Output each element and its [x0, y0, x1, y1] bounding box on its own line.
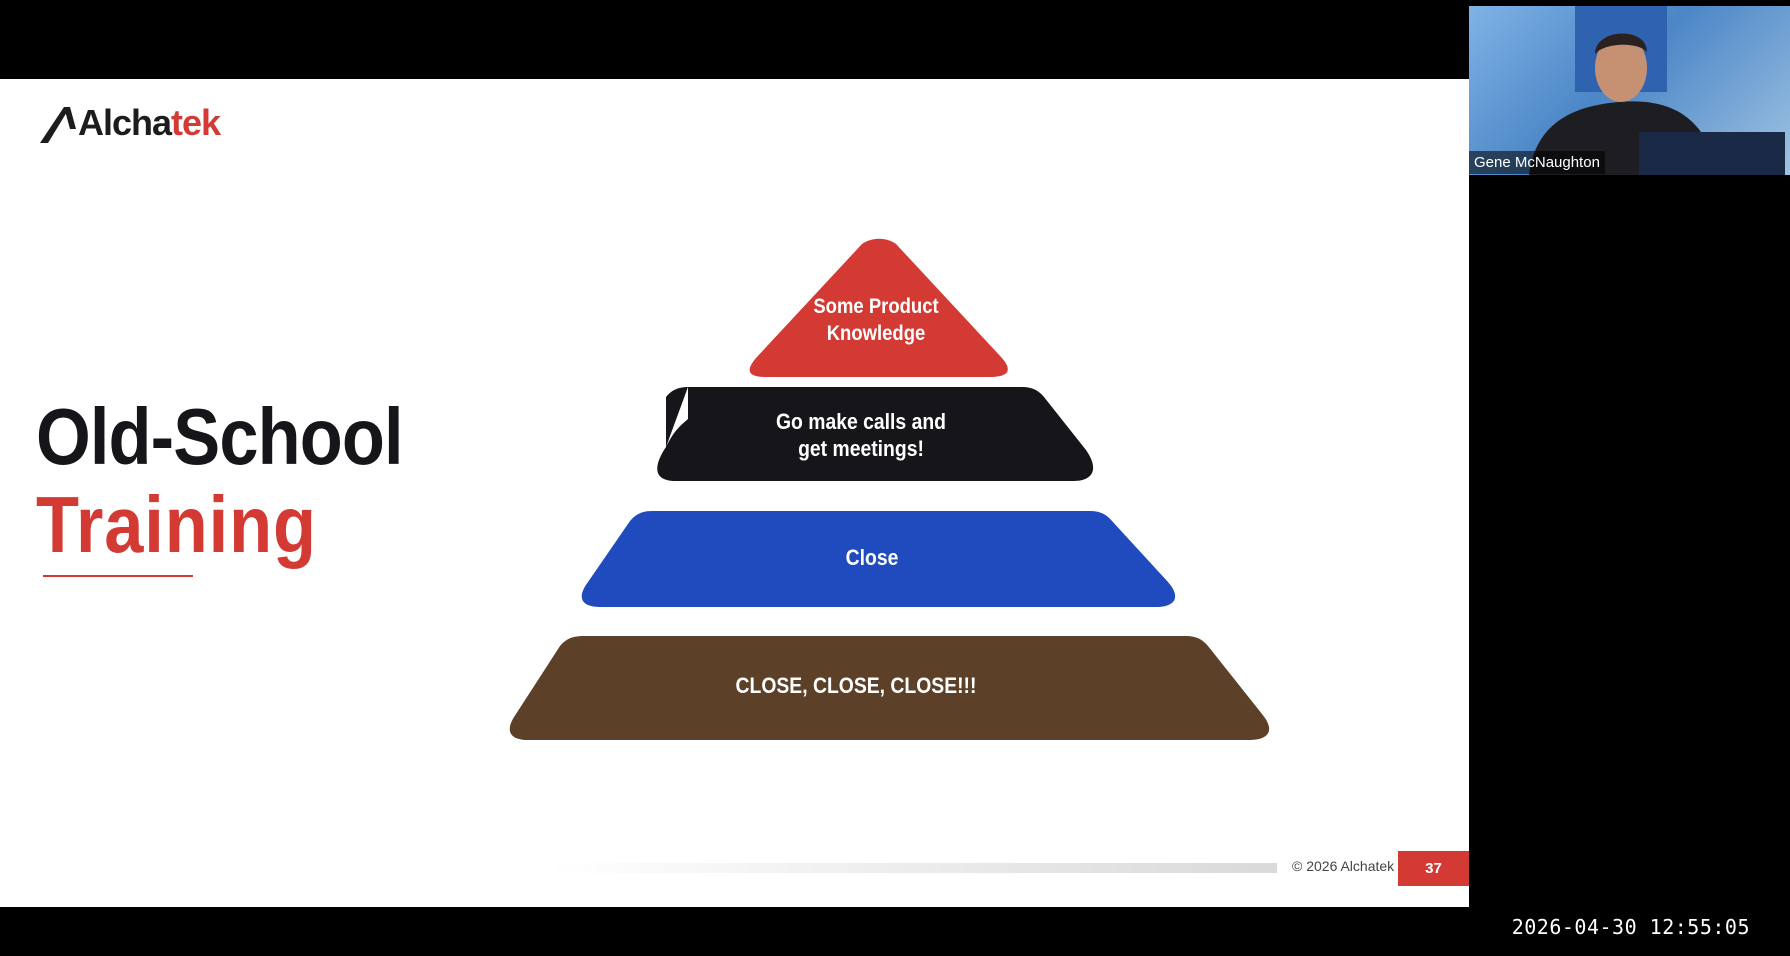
recording-timestamp: 2026-04-30 12:55:05 — [1512, 915, 1750, 939]
participant-avatar-icon — [1469, 6, 1790, 175]
page-number-badge: 37 — [1398, 851, 1469, 886]
pyramid-tier-2-label: Go make calls and get meetings! — [751, 408, 971, 462]
footer-copyright: © 2026 Alchatek — [1292, 858, 1394, 874]
shared-slide: Alchatek Old-School Training Some Produc… — [0, 79, 1469, 907]
participant-video-tile[interactable]: Gene McNaughton — [1469, 6, 1790, 175]
pyramid-tier-4-label: CLOSE, CLOSE, CLOSE!!! — [724, 672, 988, 699]
pyramid-tier-3-label: Close — [784, 544, 960, 571]
pyramid-tier-1-label: Some Product Knowledge — [788, 293, 964, 347]
participant-name: Gene McNaughton — [1469, 151, 1605, 174]
pyramid-diagram — [0, 79, 1469, 907]
footer-rule — [550, 863, 1277, 873]
